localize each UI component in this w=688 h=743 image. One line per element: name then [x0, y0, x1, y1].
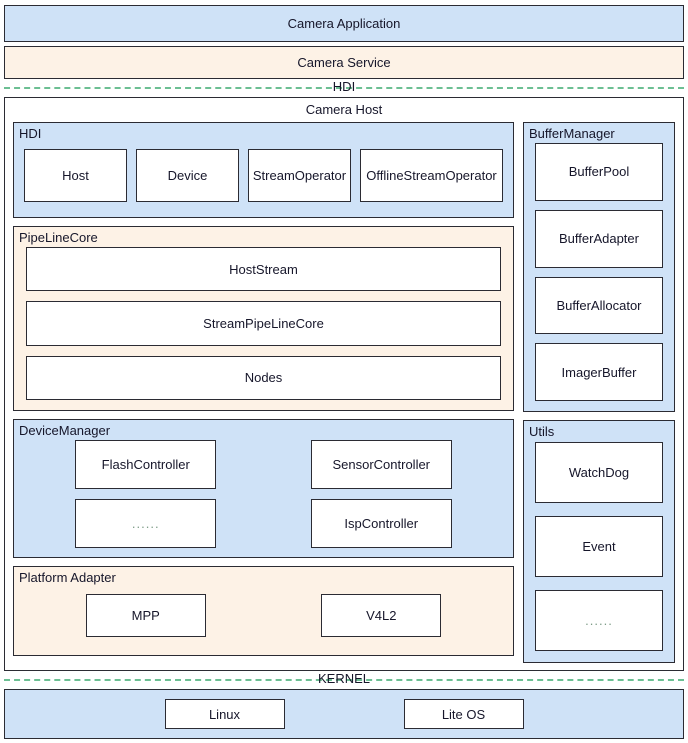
module-imager-buffer[interactable]: ImagerBuffer — [535, 343, 663, 401]
group-utils-title: Utils — [529, 424, 555, 439]
layer-camera-host: Camera Host HDI Host Device StreamOperat… — [4, 97, 684, 671]
module-mpp[interactable]: MPP — [85, 594, 206, 637]
module-buffer-adapter[interactable]: BufferAdapter — [535, 209, 663, 268]
group-hdi-items: Host Device StreamOperator OfflineStream… — [14, 141, 513, 217]
group-buffer-manager-items: BufferPool BufferAdapter BufferAllocator… — [524, 141, 674, 411]
divider-kernel: KERNEL — [4, 671, 684, 686]
module-utils-more[interactable]: ...... — [535, 590, 663, 651]
group-platform-adapter-items: MPP V4L2 — [14, 585, 513, 655]
group-buffer-manager-title: BufferManager — [529, 126, 615, 141]
module-nodes[interactable]: Nodes — [26, 355, 501, 400]
module-stream-pipeline-core[interactable]: StreamPipeLineCore — [26, 301, 501, 346]
module-buffer-allocator[interactable]: BufferAllocator — [535, 276, 663, 335]
module-buffer-pool[interactable]: BufferPool — [535, 143, 663, 201]
group-platform-adapter-title: Platform Adapter — [19, 570, 116, 585]
module-lite-os[interactable]: Lite OS — [403, 699, 524, 729]
layer-camera-application: Camera Application — [4, 5, 684, 42]
module-offline-stream-operator[interactable]: OfflineStreamOperator — [360, 148, 503, 202]
module-device[interactable]: Device — [136, 148, 239, 202]
group-hdi-title: HDI — [19, 126, 42, 141]
group-pipelinecore-items: HostStream StreamPipeLineCore Nodes — [14, 245, 513, 410]
module-event[interactable]: Event — [535, 516, 663, 577]
device-manager-row: FlashController SensorController — [14, 440, 513, 489]
divider-hdi: HDI — [4, 79, 684, 94]
camera-host-right-column: BufferManager BufferPool BufferAdapter B… — [523, 122, 675, 663]
module-flash-controller[interactable]: FlashController — [75, 440, 217, 489]
group-hdi: HDI Host Device StreamOperator OfflineSt… — [13, 122, 514, 218]
module-isp-controller[interactable]: IspController — [310, 499, 452, 548]
device-manager-row: ...... IspController — [14, 499, 513, 548]
layer-camera-application-label: Camera Application — [287, 16, 401, 31]
layer-camera-service: Camera Service — [4, 46, 684, 79]
layer-kernel: Linux Lite OS — [4, 689, 684, 739]
module-host[interactable]: Host — [24, 148, 127, 202]
group-device-manager-title: DeviceManager — [19, 423, 111, 438]
group-buffer-manager: BufferManager BufferPool BufferAdapter B… — [523, 122, 675, 412]
group-utils: Utils WatchDog Event ...... — [523, 420, 675, 663]
camera-host-body: HDI Host Device StreamOperator OfflineSt… — [5, 122, 683, 670]
group-platform-adapter: Platform Adapter MPP V4L2 — [13, 566, 514, 656]
group-device-manager: DeviceManager FlashController SensorCont… — [13, 419, 514, 558]
module-stream-operator[interactable]: StreamOperator — [248, 148, 351, 202]
module-linux[interactable]: Linux — [164, 699, 285, 729]
module-watchdog[interactable]: WatchDog — [535, 442, 663, 503]
divider-hdi-label: HDI — [332, 79, 356, 94]
camera-host-left-column: HDI Host Device StreamOperator OfflineSt… — [13, 122, 514, 663]
group-pipelinecore: PipeLineCore HostStream StreamPipeLineCo… — [13, 226, 514, 411]
module-host-stream[interactable]: HostStream — [26, 247, 501, 292]
divider-kernel-label: KERNEL — [317, 671, 371, 686]
module-v4l2[interactable]: V4L2 — [321, 594, 442, 637]
layer-camera-service-label: Camera Service — [297, 55, 391, 70]
group-device-manager-items: FlashController SensorController ...... … — [14, 438, 513, 557]
group-utils-items: WatchDog Event ...... — [524, 439, 674, 662]
module-device-manager-more[interactable]: ...... — [75, 499, 217, 548]
camera-host-title: Camera Host — [305, 102, 383, 117]
module-sensor-controller[interactable]: SensorController — [310, 440, 452, 489]
group-pipelinecore-title: PipeLineCore — [19, 230, 98, 245]
